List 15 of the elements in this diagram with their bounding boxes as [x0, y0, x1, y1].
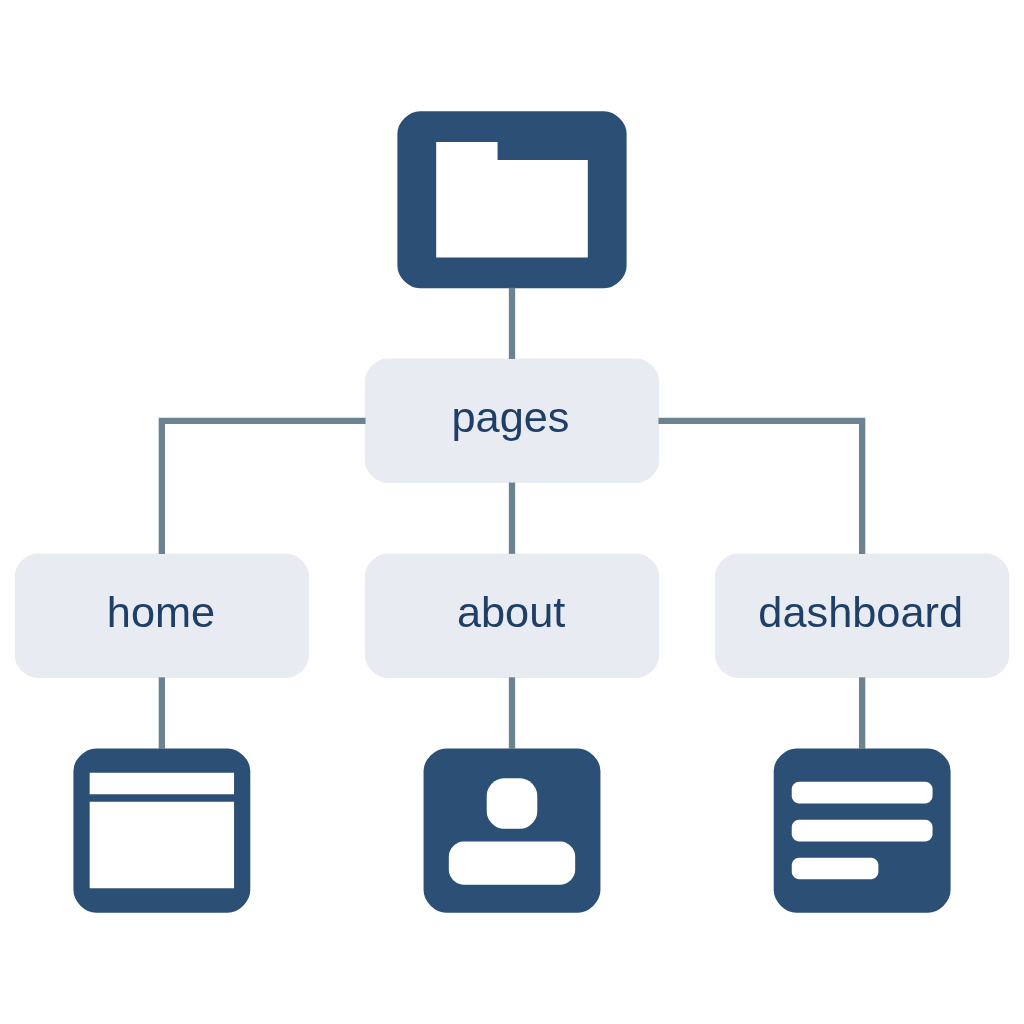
connector [508, 482, 516, 554]
connector [158, 417, 366, 555]
node-picture [397, 111, 627, 289]
connector [508, 677, 516, 749]
node-box: about [364, 553, 660, 679]
connector [658, 417, 866, 555]
node-box: pages [364, 358, 660, 484]
node-picture [773, 748, 951, 913]
node-picture [423, 748, 601, 913]
connector [508, 287, 516, 359]
connector [859, 677, 866, 749]
connector [158, 677, 165, 749]
node-box: dashboard [715, 553, 1010, 679]
node-picture [73, 748, 251, 913]
node-box: home [14, 553, 309, 679]
